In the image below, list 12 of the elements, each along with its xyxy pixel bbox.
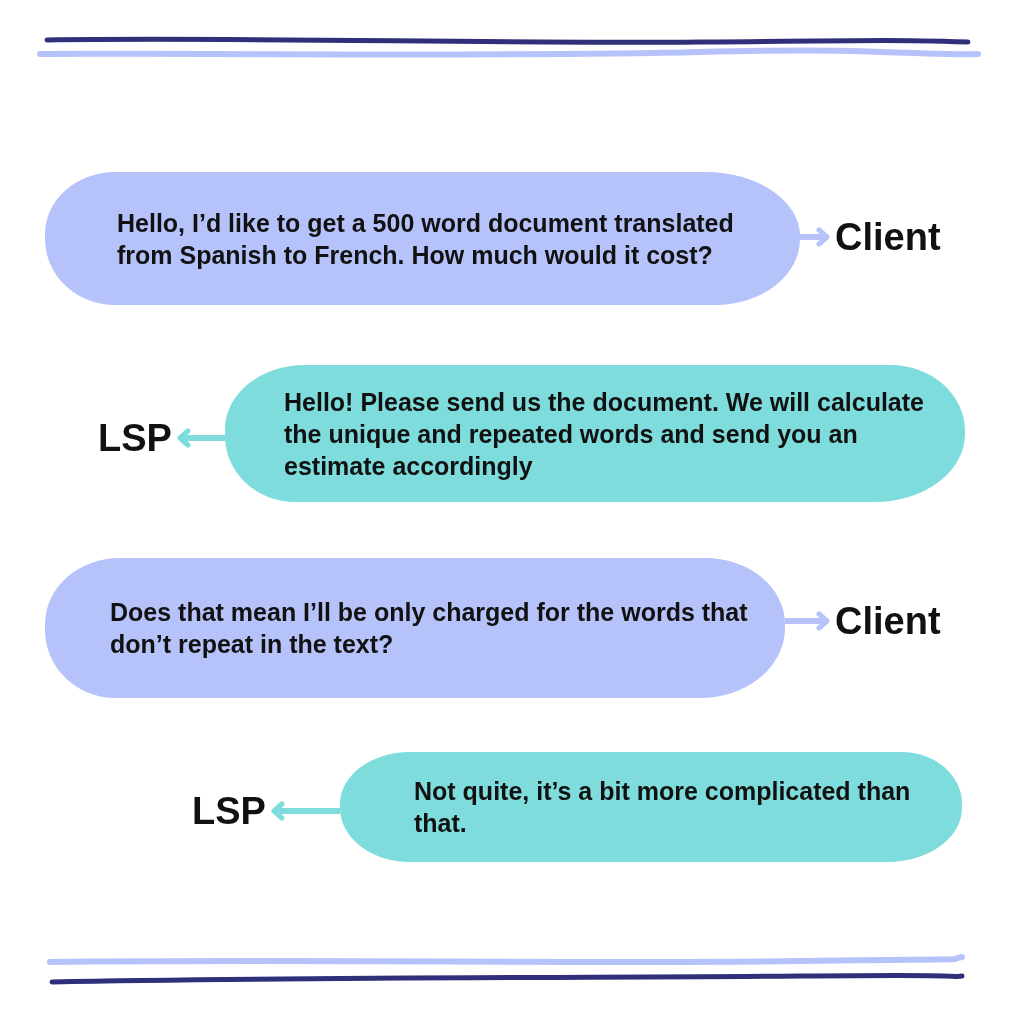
arrow <box>177 428 225 448</box>
message-text: Not quite, it’s a bit more complicated than that. <box>414 776 912 839</box>
speaker-label: Client <box>835 216 941 258</box>
arrow <box>271 801 340 821</box>
message-text: Hello, I’d like to get a 500 word document translated from Spanish to French. How much would it cost? <box>117 207 735 271</box>
arrow <box>800 227 830 247</box>
arrow <box>785 611 830 631</box>
speaker-label: Client <box>835 600 941 642</box>
speaker-label: LSP <box>98 417 172 459</box>
message-text: Does that mean I’ll be only charged for the words that don’t repeat in the text? <box>110 597 749 660</box>
speaker-label: LSP <box>192 790 266 832</box>
message-text: Hello! Please send us the document. We will calculate the unique and repeated words and send you an estimate accordingly <box>284 386 925 482</box>
